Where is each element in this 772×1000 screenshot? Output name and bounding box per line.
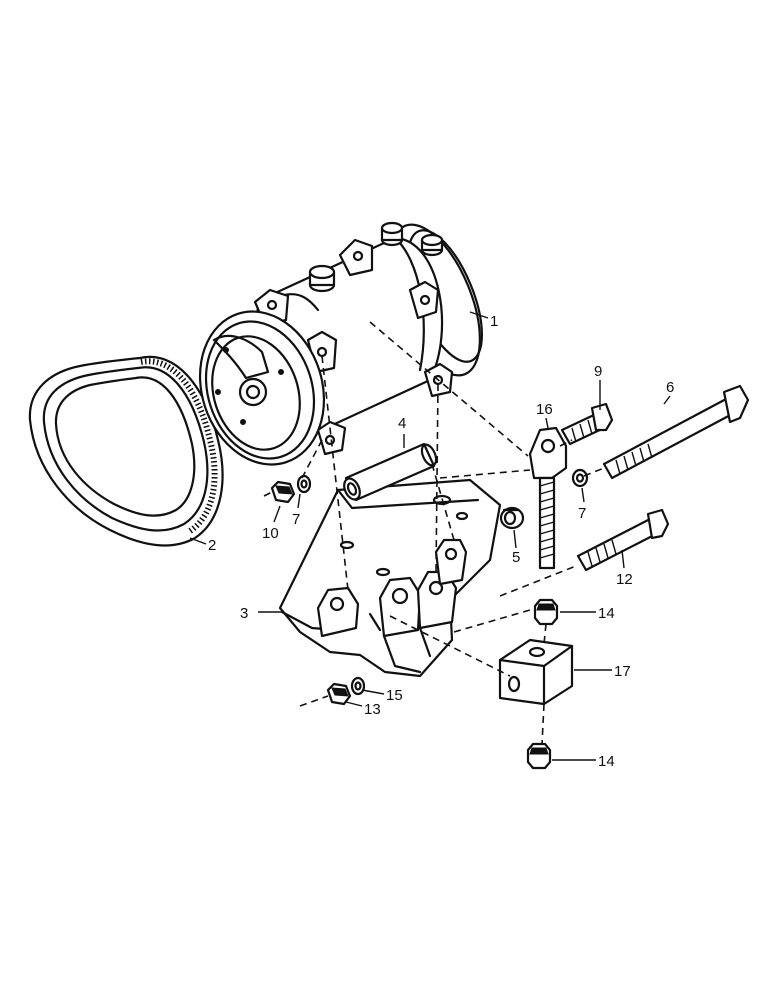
callout-labels: 1 2 3 4 5 6 7 7 9 10 12 13 14 14 15 16 1… (208, 313, 674, 770)
compressor (198, 221, 483, 466)
callout-9: 9 (594, 363, 602, 380)
short-bolt (560, 402, 614, 446)
callout-13: 13 (364, 701, 381, 718)
long-bolt (602, 384, 750, 480)
callout-15: 15 (386, 687, 403, 704)
tensioner-eye-bolt (528, 426, 568, 570)
nut-14-lower (526, 742, 552, 770)
bolt-12 (576, 508, 670, 572)
washer-15 (350, 676, 366, 696)
callout-10: 10 (262, 525, 279, 542)
nut-14-upper (533, 598, 559, 626)
assembly-lines (263, 321, 605, 745)
nut-13 (326, 682, 352, 706)
adjusting-block (498, 638, 574, 706)
washer-7-left (296, 474, 312, 494)
drive-belt (28, 355, 224, 547)
callout-17: 17 (614, 663, 631, 680)
callout-2: 2 (208, 537, 216, 554)
callout-6: 6 (666, 379, 674, 396)
bushing-5 (499, 506, 525, 530)
callout-3: 3 (240, 605, 248, 622)
callout-7-left: 7 (292, 511, 300, 528)
callout-5: 5 (512, 549, 520, 566)
callout-7-right: 7 (578, 505, 586, 522)
callout-4: 4 (398, 415, 406, 432)
leader-lines (189, 311, 671, 761)
mounting-bracket (278, 478, 502, 678)
callout-16: 16 (536, 401, 553, 418)
callout-1: 1 (490, 313, 498, 330)
spacer-tube (343, 442, 438, 502)
callout-12: 12 (616, 571, 633, 588)
callout-14-lower: 14 (598, 753, 615, 770)
nut-10 (270, 480, 296, 504)
washer-7-right (571, 468, 589, 488)
callout-14-upper: 14 (598, 605, 615, 622)
